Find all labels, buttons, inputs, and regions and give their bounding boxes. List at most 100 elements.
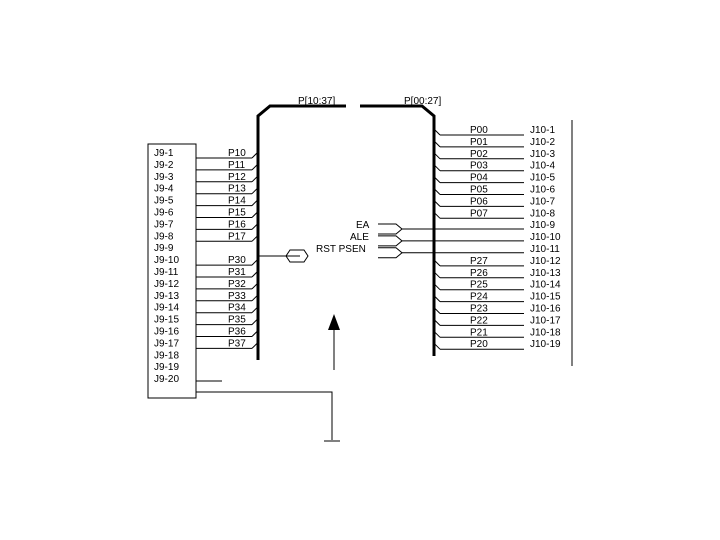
control-signal-connector <box>378 247 403 259</box>
right-pin-bus-entry <box>433 188 441 195</box>
j9-pin-label: J9-3 <box>154 172 174 183</box>
j9-pin-label: J9-2 <box>154 160 174 171</box>
right-pin-bus-entry <box>433 211 441 219</box>
j10-pin-label: J10-7 <box>530 196 555 207</box>
left-pin-bus-entry <box>251 306 259 314</box>
left-pin-label: P35 <box>228 315 246 326</box>
j9-pin-label: J9-4 <box>154 184 174 195</box>
j10-pin-label: J10-16 <box>530 304 561 315</box>
up-arrow-icon <box>328 314 340 330</box>
j9-pin-label: J9-12 <box>154 279 179 290</box>
j9-pin-label: J9-10 <box>154 255 179 266</box>
left-pin-bus-entry <box>251 282 259 290</box>
right-pin-label: P25 <box>470 280 488 291</box>
left-pin-bus-entry <box>251 258 259 266</box>
right-pin-label: P04 <box>470 173 488 184</box>
left-pin-label: P34 <box>228 303 246 314</box>
j10-pin-label: J10-17 <box>530 315 561 326</box>
left-pin-bus-entry <box>251 330 259 337</box>
left-pin-bus-entry <box>251 318 259 325</box>
j9-pin-label: J9-16 <box>154 327 179 338</box>
right-pin-bus-entry <box>433 319 441 326</box>
right-pin-bus-entry <box>433 342 441 350</box>
right-pin-bus-entry <box>433 176 441 183</box>
j10-pin-label: J10-15 <box>530 292 561 303</box>
right-pin-label: P24 <box>470 292 488 303</box>
left-pin-bus-entry <box>251 175 259 183</box>
control-signal-connector <box>378 235 403 247</box>
right-pin-bus-entry <box>433 259 441 267</box>
left-pin-label: P36 <box>228 327 246 338</box>
j9-pin-label: J9-15 <box>154 315 179 326</box>
j9-20-wire <box>196 391 333 440</box>
left-bus-line <box>256 104 346 360</box>
j10-pin-label: J10-11 <box>530 244 560 255</box>
rst-connector-shape <box>285 249 309 263</box>
control-signal-label: ALE <box>350 232 369 243</box>
control-signal-label: EA <box>356 220 370 231</box>
left-pin-label: P37 <box>228 338 246 349</box>
j9-pin-label: J9-14 <box>154 303 179 314</box>
j10-pin-label: J10-1 <box>530 125 555 136</box>
j10-pin-label: J10-4 <box>530 161 555 172</box>
right-pin-bus-entry <box>433 140 441 148</box>
j10-pin-label: J10-10 <box>530 232 561 243</box>
right-pin-label: P06 <box>470 196 488 207</box>
j9-pin-label: J9-11 <box>154 267 179 278</box>
j9-pin-label: J9-18 <box>154 350 179 361</box>
right-pin-bus-entry <box>433 200 441 207</box>
left-pin-bus-entry <box>251 223 259 230</box>
j10-pin-label: J10-6 <box>530 185 555 196</box>
left-pin-bus-entry <box>251 294 259 302</box>
left-pin-label: P32 <box>228 279 246 290</box>
j9-pin-label: J9-13 <box>154 291 179 302</box>
right-pin-label: P01 <box>470 137 488 148</box>
right-pin-label: P03 <box>470 161 488 172</box>
left-pin-label: P17 <box>228 231 246 242</box>
j9-pin-label: J9-6 <box>154 208 174 219</box>
right-bus-label: P[00:27] <box>404 96 441 107</box>
right-pin-label: P02 <box>470 149 488 160</box>
j10-pin-label: J10-18 <box>530 327 561 338</box>
j9-connector-body <box>147 143 197 399</box>
left-pin-bus-entry <box>251 163 259 171</box>
left-pin-label: P33 <box>228 291 246 302</box>
left-bus-label: P[10:37] <box>298 96 335 107</box>
j10-pin-label: J10-5 <box>530 173 555 184</box>
right-pin-label: P26 <box>470 268 488 279</box>
right-pin-bus-entry <box>433 330 441 338</box>
j9-pin-label: J9-7 <box>154 219 174 230</box>
right-pin-label: P22 <box>470 315 488 326</box>
j10-pin-label: J10-2 <box>530 137 555 148</box>
j10-pin-label: J10-8 <box>530 208 555 219</box>
j10-pin-label: J10-9 <box>530 220 555 231</box>
j9-pin-label: J9-8 <box>154 231 174 242</box>
left-pin-bus-entry <box>251 342 259 349</box>
j9-pin-label: J9-5 <box>154 196 174 207</box>
right-pin-bus-entry <box>433 283 441 291</box>
left-pin-bus-entry <box>251 234 259 242</box>
j9-pin-label: J9-17 <box>154 338 179 349</box>
j9-pin-label: J9-19 <box>154 362 179 373</box>
left-pin-bus-entry <box>251 211 259 218</box>
right-pin-bus-entry <box>433 152 441 160</box>
j10-pin-label: J10-3 <box>530 149 555 160</box>
left-pin-bus-entry <box>251 151 259 159</box>
left-pin-label: P30 <box>228 255 246 266</box>
j10-pin-label: J10-13 <box>530 268 561 279</box>
left-pin-label: P14 <box>228 196 246 207</box>
left-pin-label: P13 <box>228 184 246 195</box>
j10-pin-label: J10-19 <box>530 339 561 350</box>
control-signal-connector <box>378 223 403 235</box>
left-pin-label: P31 <box>228 267 246 278</box>
j10-pin-label: J10-12 <box>530 256 561 267</box>
left-pin-bus-entry <box>251 199 259 206</box>
right-pin-bus-entry <box>433 307 441 314</box>
right-pin-bus-entry <box>433 128 441 136</box>
right-pin-label: P20 <box>470 339 488 350</box>
right-pin-label: P05 <box>470 185 488 196</box>
right-pin-label: P23 <box>470 304 488 315</box>
j9-pin-label: J9-1 <box>154 148 174 159</box>
left-pin-label: P11 <box>228 160 245 171</box>
